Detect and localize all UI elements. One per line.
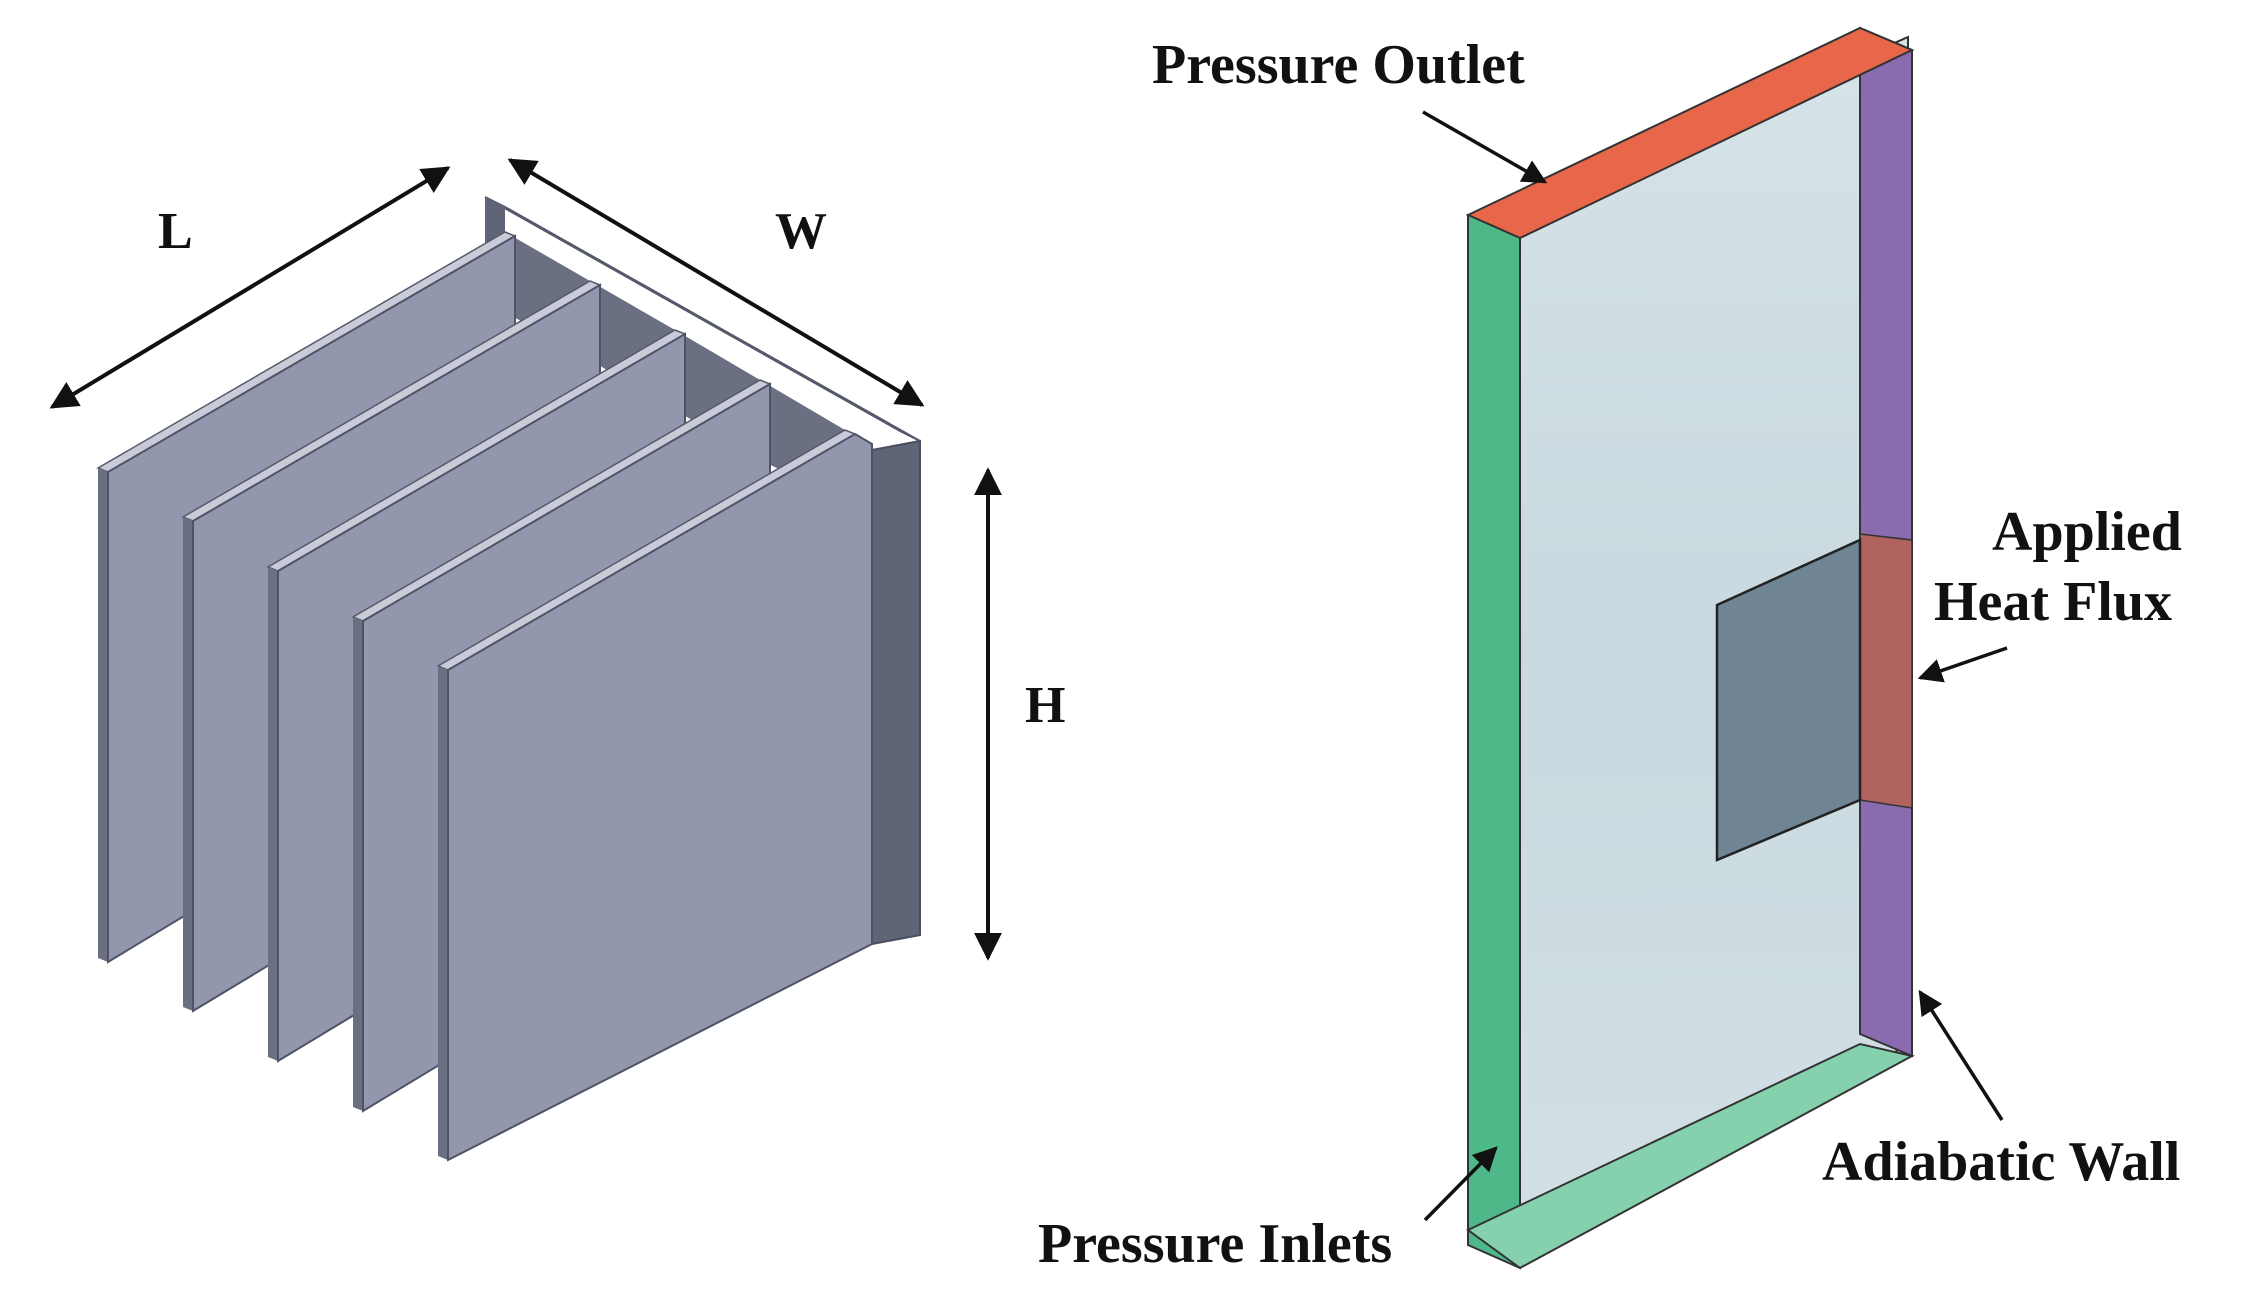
- adiabatic-wall-label: Adiabatic Wall: [1822, 1131, 2180, 1193]
- width-dimension-arrow: [507, 158, 925, 407]
- height-label: H: [1025, 677, 1065, 734]
- pressure-inlet-left-face: [1467, 213, 1521, 1270]
- heat-flux-leader: [1917, 646, 2008, 683]
- pressure-outlet-label: Pressure Outlet: [1152, 34, 1525, 96]
- adiabatic-wall-leader: [1918, 989, 2004, 1121]
- pressure-inlets-label: Pressure Inlets: [1038, 1213, 1392, 1275]
- pressure-inlet-leader: [1423, 1146, 1498, 1222]
- width-label: W: [775, 203, 827, 260]
- heat-sink-model: L W H: [49, 158, 1065, 1162]
- pressure-outlet-leader: [1422, 110, 1548, 184]
- length-label: L: [158, 203, 193, 260]
- domain-model: Pressure Outlet Applied Heat Flux Adiaba…: [1038, 26, 2182, 1275]
- fin-5: [436, 429, 873, 1162]
- heat-source: [1715, 538, 1862, 862]
- applied-heat-flux-face: [1859, 533, 1913, 809]
- pressure-inlet-bottom-face: [1466, 1042, 1915, 1270]
- applied-heat-flux-label-line2: Heat Flux: [1934, 571, 2172, 633]
- applied-heat-flux-label-line1: Applied: [1992, 501, 2182, 563]
- length-dimension-arrow: [49, 166, 451, 409]
